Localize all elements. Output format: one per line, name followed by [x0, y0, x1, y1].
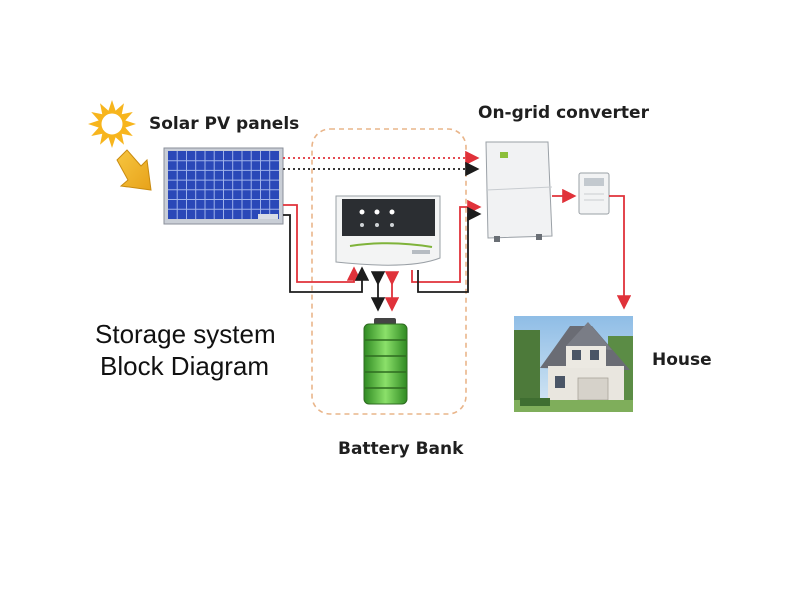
house-label: House — [652, 350, 712, 370]
sunlight-arrow-icon — [116, 149, 152, 191]
meter-icon — [578, 172, 610, 215]
house-icon — [514, 316, 633, 412]
battery-bank-enclosure — [311, 128, 467, 415]
converter-label: On-grid converter — [478, 103, 649, 123]
solar-panel-icon — [163, 147, 284, 225]
battery-bank-label: Battery Bank — [338, 439, 464, 459]
diagram-title-line2: Block Diagram — [100, 351, 270, 381]
controller-to-inverter-lines — [411, 199, 482, 293]
panel-to-controller-lines — [283, 204, 370, 293]
panel-to-inverter-lines — [283, 150, 480, 177]
charge-controller-icon — [335, 195, 441, 266]
battery-icon — [363, 318, 408, 405]
sun-icon — [88, 100, 136, 148]
inverter-icon — [485, 141, 553, 242]
controller-battery-lines — [370, 271, 400, 312]
solar-panels-label: Solar PV panels — [149, 114, 300, 134]
inverter-meter-house-lines — [552, 188, 632, 310]
diagram-title-line1: Storage system — [95, 319, 276, 349]
